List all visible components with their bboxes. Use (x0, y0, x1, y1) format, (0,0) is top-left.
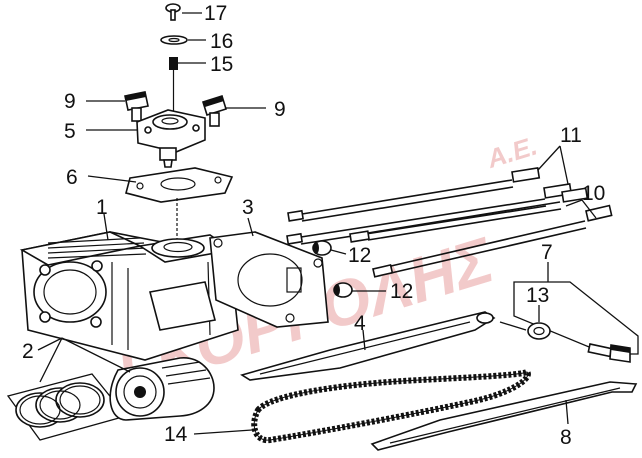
callout-10: 10 (582, 182, 605, 205)
callout-17: 17 (204, 2, 227, 25)
part-11-studs (286, 145, 573, 245)
callout-11: 11 (560, 124, 582, 147)
part-7-group (499, 262, 639, 363)
callout-labels: 17 16 15 9 9 5 6 1 3 11 10 12 12 7 13 4 … (22, 2, 605, 449)
callout-2: 2 (22, 340, 34, 363)
callout-9-right: 9 (274, 98, 286, 121)
part-8-guide (370, 381, 638, 451)
callout-8: 8 (560, 426, 572, 449)
callout-1: 1 (96, 196, 108, 219)
part-12-dowel-bottom (333, 282, 386, 298)
callout-9-left: 9 (64, 90, 76, 113)
part-3-gasket (209, 217, 329, 328)
part-12-dowel-top (312, 240, 347, 256)
callout-4: 4 (354, 312, 366, 335)
watermark-suffix: Α.Ε. (483, 130, 541, 174)
part-10-studs (349, 187, 613, 278)
part-1-cylinder (19, 198, 239, 361)
part-4-slipper (240, 311, 496, 381)
callout-5: 5 (64, 120, 76, 143)
callout-7: 7 (541, 241, 553, 264)
callout-14: 14 (164, 423, 188, 446)
part-5-tensioner (86, 109, 206, 168)
part-17-bolt (165, 3, 202, 21)
part-14-chain (193, 368, 531, 444)
callout-6: 6 (66, 166, 78, 189)
part-16-washer (160, 35, 206, 45)
part-9-bolt-right (202, 94, 266, 127)
part-9-bolt-left (86, 91, 149, 122)
callout-3: 3 (242, 196, 254, 219)
callout-16: 16 (210, 30, 233, 53)
part-2-piston-group (6, 337, 215, 441)
callout-15: 15 (210, 53, 233, 76)
callout-12-top: 12 (348, 244, 371, 267)
callout-12-bottom: 12 (390, 280, 413, 303)
callout-13: 13 (526, 284, 549, 307)
part-6-gasket (87, 167, 234, 203)
part-15-rod (169, 57, 206, 112)
